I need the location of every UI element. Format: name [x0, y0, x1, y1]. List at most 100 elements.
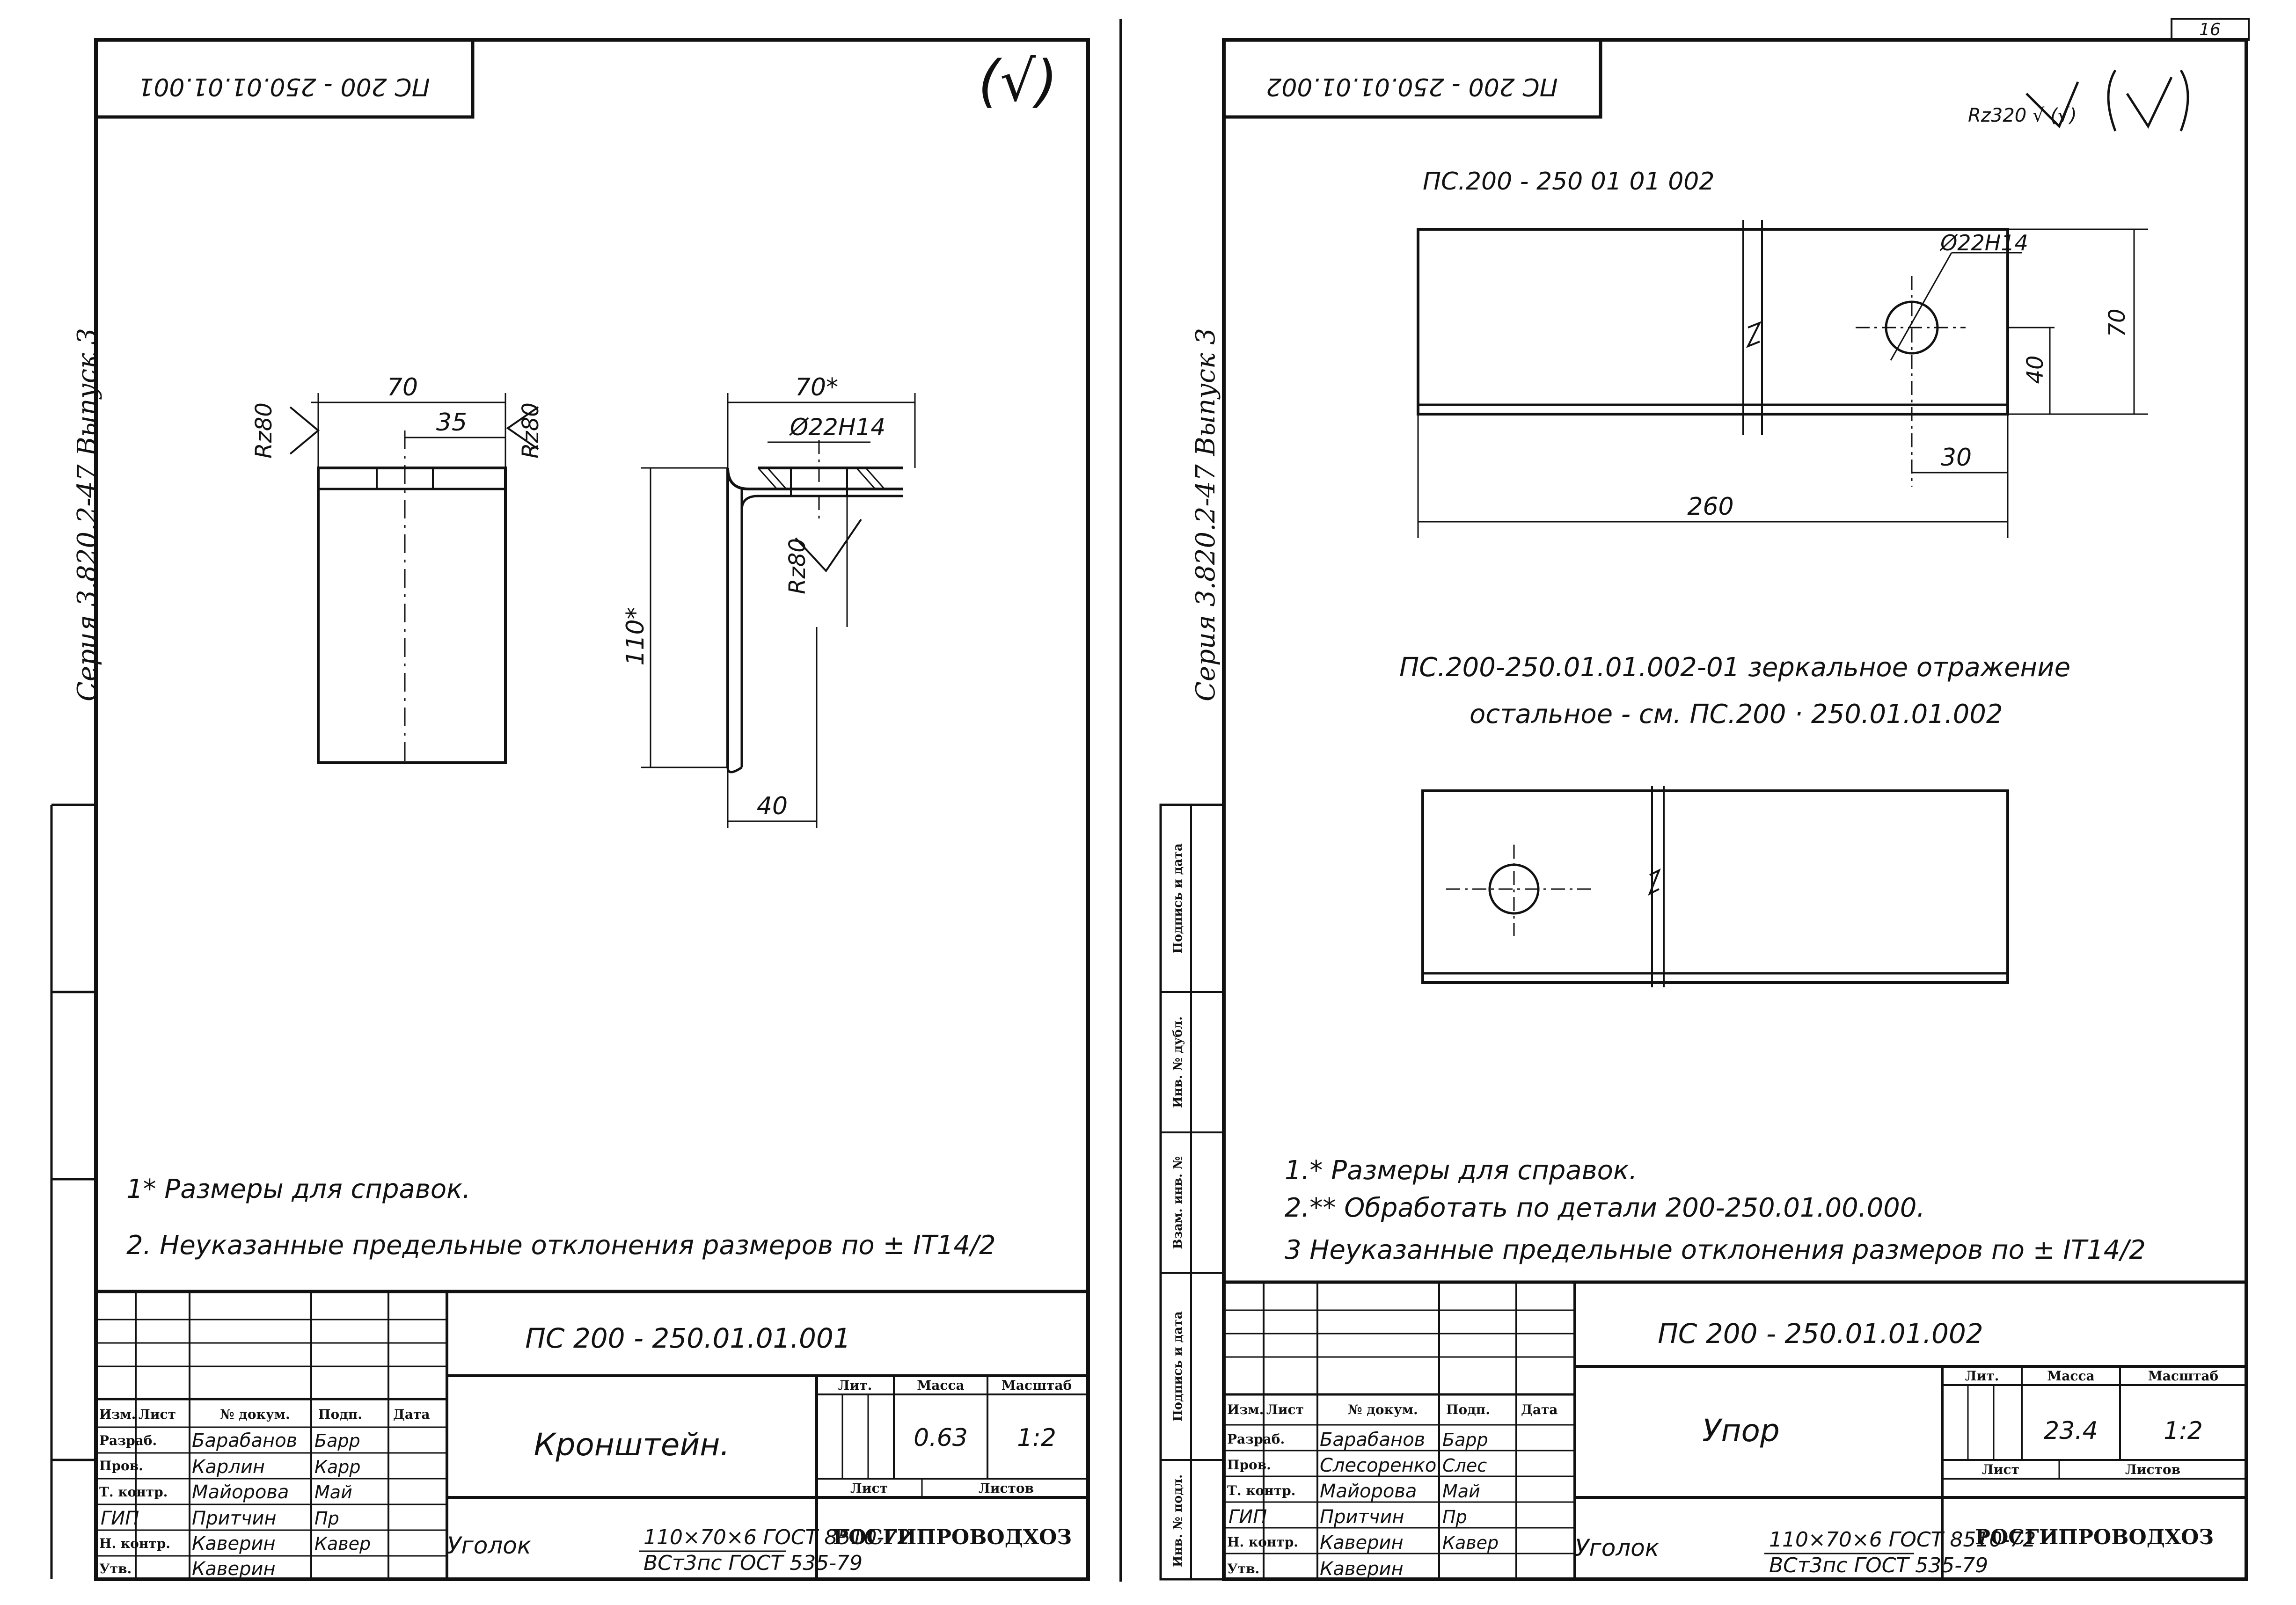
left-col-izm: Изм.: [99, 1407, 136, 1422]
left-mass: 0.63: [914, 1424, 968, 1452]
right-names-1: Слесоренко: [1320, 1455, 1436, 1476]
left-scale: 1:2: [1017, 1424, 1056, 1452]
side-stamp-4: Инв. № подл.: [1171, 1474, 1185, 1567]
left-part-name: Кронштейн.: [534, 1427, 730, 1463]
left-material-line1: 110×70×6 ГОСТ 8510-72: [643, 1525, 910, 1549]
right-signature-4: Кавер: [1442, 1532, 1499, 1553]
left-role-5: Утв.: [99, 1561, 132, 1576]
left-hdr-lit: Лит.: [838, 1378, 872, 1393]
front-half-dim: 35: [436, 409, 467, 437]
mirror-label-2: остальное - см. ПС.200 · 250.01.01.002: [1470, 699, 2003, 730]
left-col-list: Лист: [139, 1407, 176, 1422]
right-role-2: Т. контр.: [1227, 1483, 1295, 1498]
left-signature-2: Май: [314, 1482, 352, 1503]
right-hdr-sheet: Лист: [1982, 1462, 2019, 1477]
right-material-prefix: Уголок: [1575, 1534, 1659, 1561]
left-col-sign: Подп.: [318, 1407, 362, 1422]
right-col-sign: Подп.: [1446, 1402, 1490, 1417]
right-material-line2: ВСт3пс ГОСТ 535-79: [1769, 1554, 1988, 1577]
right-series-label: Серия 3.820.2-47 Выпуск 3: [1191, 328, 1221, 701]
left-names-4: Каверин: [192, 1533, 276, 1554]
right-note-3: 3 Неуказанные предельные отклонения разм…: [1285, 1235, 2146, 1265]
right-col-izm: Изм.: [1227, 1402, 1264, 1417]
left-signature-1: Карр: [314, 1457, 361, 1477]
side-rz: Rz80: [784, 538, 811, 594]
right-role-0: Разраб.: [1227, 1431, 1285, 1447]
left-col-doc: № докум.: [220, 1407, 290, 1422]
right-part-name: Упор: [1702, 1413, 1780, 1449]
left-material-prefix: Уголок: [447, 1532, 531, 1559]
left-signature-4: Кавер: [314, 1533, 371, 1554]
left-names-2: Майорова: [192, 1481, 289, 1503]
side-stamp-1: Инв. № дубл.: [1171, 1016, 1185, 1108]
right-col-date: Дата: [1521, 1402, 1558, 1417]
plate-dim-40: 40: [2022, 355, 2048, 384]
plate-dim-70: 70: [2104, 308, 2130, 337]
right-role-1: Пров.: [1227, 1457, 1271, 1473]
left-role-2: Т. контр.: [99, 1484, 168, 1500]
right-note-2: 2.** Обработать по детали 200-250.01.00.…: [1285, 1193, 1925, 1223]
right-signature-1: Слес: [1442, 1455, 1487, 1476]
right-hdr-sheets: Листов: [2125, 1462, 2180, 1477]
right-hdr-scale: Масштаб: [2148, 1368, 2218, 1384]
left-names-1: Карлин: [192, 1456, 265, 1478]
right-material-line1: 110×70×6 ГОСТ 8510-72: [1769, 1528, 2036, 1552]
plate-dim-260: 260: [1687, 493, 1733, 521]
left-hdr-mass: Масса: [917, 1378, 964, 1393]
left-roughness-symbol: (√): [978, 49, 1058, 114]
plate-dim-30: 30: [1941, 444, 1972, 472]
right-sheet: [1159, 18, 2250, 1581]
right-role-4: Н. контр.: [1227, 1534, 1298, 1550]
left-hdr-scale: Масштаб: [1002, 1378, 1072, 1393]
mirror-label-1: ПС.200-250.01.01.002-01 зеркальное отраж…: [1399, 652, 2070, 683]
right-stamp-code: ПС 200 - 250.01.01.002: [1266, 73, 1557, 101]
right-names-2: Майорова: [1320, 1481, 1417, 1502]
right-note-1: 1.* Размеры для справок.: [1285, 1155, 1638, 1186]
side-stamp-0: Подпись и дата: [1171, 843, 1185, 954]
side-width-dim: 70*: [795, 373, 838, 401]
left-hdr-sheets: Листов: [979, 1481, 1034, 1496]
front-rz-right: Rz80: [518, 402, 544, 459]
right-roughness-symbol: Rz320 √ (√): [1968, 105, 2077, 126]
side-stamp-3: Подпись и дата: [1171, 1311, 1185, 1422]
left-role-0: Разраб.: [99, 1433, 157, 1448]
right-names-3: Притчин: [1320, 1506, 1404, 1528]
right-part-label: ПС.200 - 250 01 01 002: [1423, 168, 1714, 196]
right-names-4: Каверин: [1320, 1532, 1404, 1554]
right-hdr-lit: Лит.: [1965, 1368, 1999, 1384]
right-mass: 23.4: [2044, 1417, 2098, 1445]
left-stamp-code: ПС 200 - 250.01.01.001: [138, 73, 430, 101]
side-stamp-2: Взам. инв. №: [1171, 1156, 1185, 1249]
right-hdr-mass: Масса: [2047, 1368, 2094, 1384]
front-width-dim: 70: [387, 373, 418, 401]
left-signature-3: Пр: [314, 1508, 339, 1529]
left-org: РОСГИПРОВОДХОЗ: [833, 1525, 1072, 1549]
left-sheet: [50, 38, 1090, 1581]
left-signature-0: Барр: [314, 1430, 360, 1451]
right-roles-3: ГИП: [1228, 1506, 1267, 1528]
right-signature-3: Пр: [1442, 1507, 1467, 1527]
right-role-5: Утв.: [1227, 1561, 1259, 1576]
right-col-list: Лист: [1266, 1402, 1304, 1417]
left-hdr-sheet: Лист: [850, 1481, 888, 1496]
right-doc-code: ПС 200 - 250.01.01.002: [1658, 1318, 1983, 1350]
left-names-0: Барабанов: [192, 1430, 297, 1452]
right-names-0: Барабанов: [1320, 1429, 1425, 1451]
left-material-line2: ВСт3пс ГОСТ 535-79: [643, 1551, 863, 1575]
right-signature-0: Барр: [1442, 1430, 1488, 1450]
right-signature-2: Май: [1442, 1481, 1480, 1502]
left-role-1: Пров.: [99, 1458, 143, 1474]
right-org: РОСГИПРОВОДХОЗ: [1975, 1525, 2214, 1549]
right-scale: 1:2: [2164, 1417, 2203, 1445]
left-names-3: Притчин: [192, 1508, 277, 1529]
right-names-5: Каверин: [1320, 1558, 1404, 1580]
page-number: 16: [2199, 20, 2221, 39]
side-height-dim: 110*: [622, 607, 650, 665]
left-col-date: Дата: [393, 1407, 430, 1422]
front-rz-left: Rz80: [251, 402, 277, 459]
side-hole-dim: Ø22H14: [789, 414, 885, 441]
left-names-5: Каверин: [192, 1558, 276, 1580]
plate-hole-dim: Ø22H14: [1939, 230, 2028, 255]
left-note-1: 1* Размеры для справок.: [126, 1174, 471, 1204]
